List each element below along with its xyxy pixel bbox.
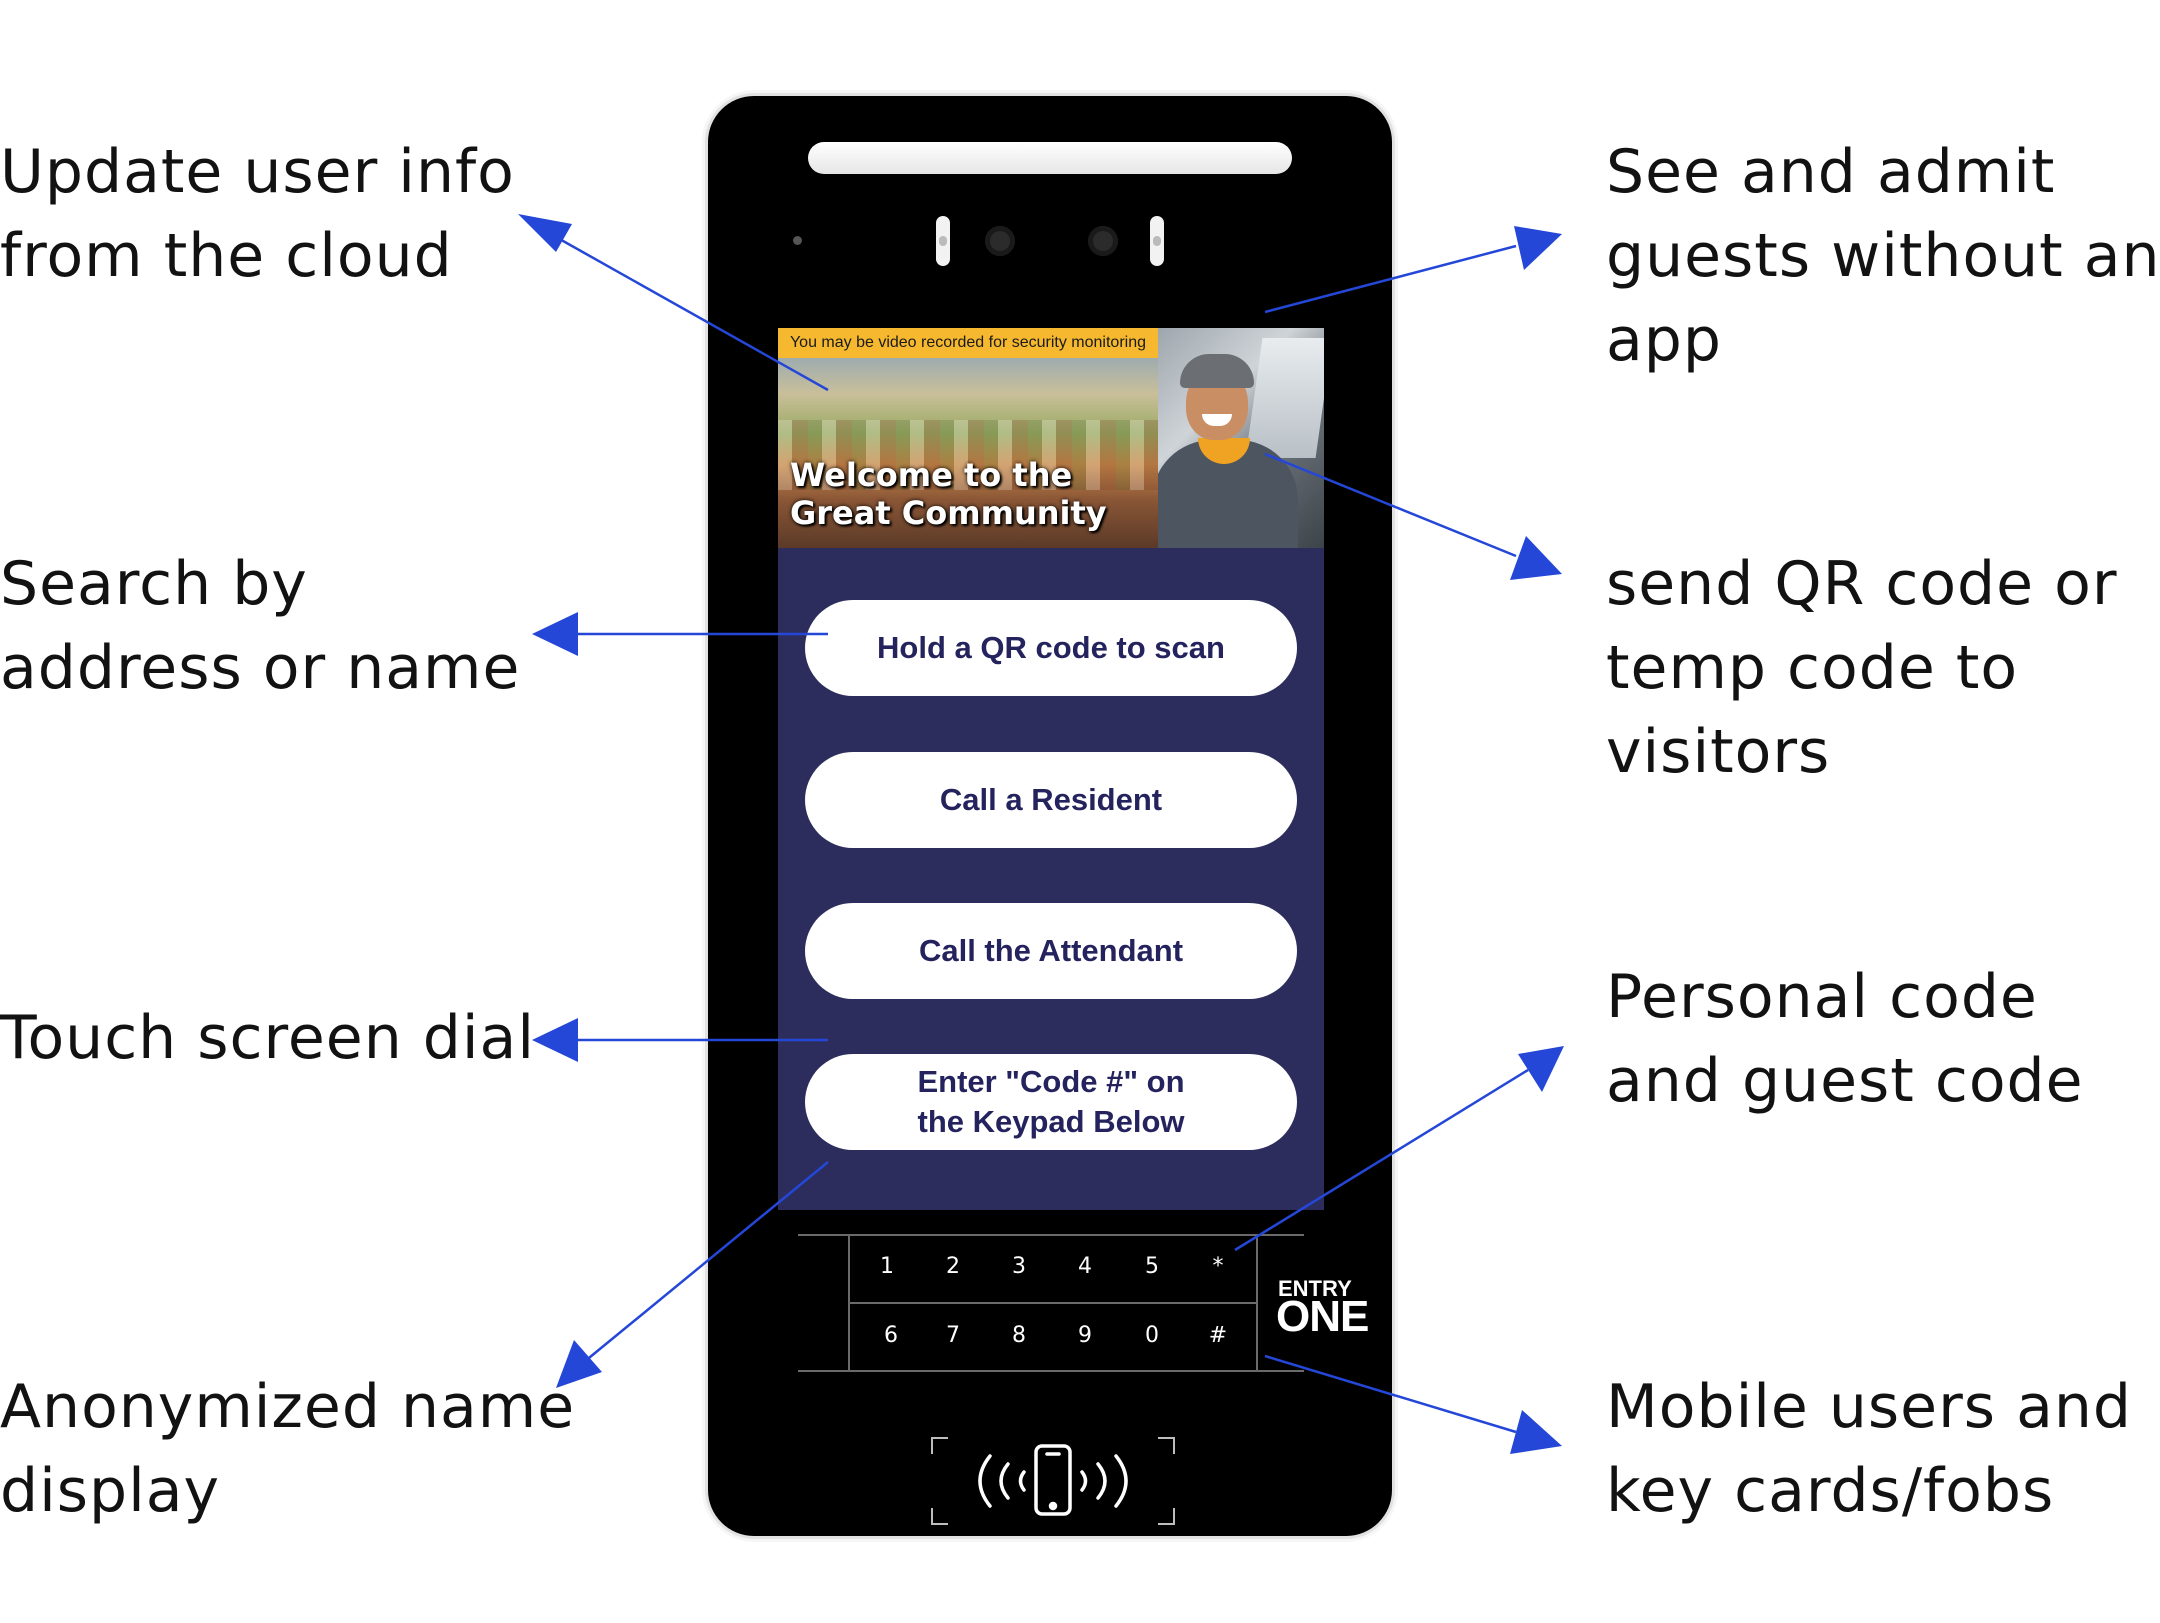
call-attendant-button[interactable]: Call the Attendant bbox=[805, 903, 1297, 999]
key-7[interactable]: 7 bbox=[946, 1323, 960, 1348]
key-6[interactable]: 6 bbox=[884, 1323, 898, 1348]
callout-send-qr-code: send QR code or temp code to visitors bbox=[1606, 542, 2118, 794]
key-8[interactable]: 8 bbox=[1012, 1323, 1026, 1348]
welcome-line: Great Community bbox=[790, 494, 1107, 532]
keypad-divider bbox=[798, 1370, 1304, 1372]
callout-line: temp code to bbox=[1606, 633, 2019, 703]
logo-top-text: ENTRY bbox=[1278, 1276, 1352, 1301]
callout-line: guests without an bbox=[1606, 221, 2160, 291]
microphone-dot bbox=[793, 236, 802, 245]
key-star[interactable]: * bbox=[1212, 1254, 1224, 1279]
community-banner: You may be video recorded for security m… bbox=[778, 328, 1158, 548]
callout-line: address or name bbox=[0, 633, 521, 703]
button-label: Call the Attendant bbox=[918, 933, 1184, 968]
key-0[interactable]: 0 bbox=[1145, 1323, 1159, 1348]
callout-anonymized-name: Anonymized name display bbox=[0, 1365, 575, 1533]
callout-personal-code: Personal code and guest code bbox=[1606, 955, 2084, 1123]
arrow-update-user-info bbox=[518, 214, 829, 392]
visitor-cap bbox=[1180, 354, 1254, 388]
enter-code-button[interactable]: Enter "Code #" on the Keypad Below bbox=[805, 1054, 1297, 1150]
callout-line: visitors bbox=[1606, 717, 1831, 787]
call-resident-button[interactable]: Call a Resident bbox=[805, 752, 1297, 848]
callout-touch-screen-dial: Touch screen dial bbox=[0, 996, 535, 1080]
button-label-line: the Keypad Below bbox=[917, 1104, 1185, 1139]
callout-update-user-info: Update user info from the cloud bbox=[0, 130, 515, 298]
callout-line: Mobile users and bbox=[1606, 1372, 2132, 1442]
camera-lens-right bbox=[1088, 226, 1118, 256]
callout-line: and guest code bbox=[1606, 1046, 2084, 1116]
callout-search-by: Search by address or name bbox=[0, 542, 520, 710]
key-hash[interactable]: # bbox=[1208, 1323, 1228, 1348]
intercom-device: You may be video recorded for security m… bbox=[708, 96, 1392, 1536]
recording-notice: You may be video recorded for security m… bbox=[778, 328, 1158, 358]
ir-led-left bbox=[936, 216, 950, 266]
keypad-divider bbox=[848, 1234, 850, 1372]
keypad-divider bbox=[1256, 1234, 1258, 1372]
keypad-divider bbox=[848, 1302, 1256, 1304]
callout-line: See and admit bbox=[1606, 137, 2056, 207]
key-9[interactable]: 9 bbox=[1078, 1323, 1092, 1348]
welcome-text: Welcome to the Great Community bbox=[790, 456, 1107, 532]
callout-line: send QR code or bbox=[1606, 549, 2118, 619]
key-4[interactable]: 4 bbox=[1078, 1254, 1092, 1279]
callout-line: Anonymized name bbox=[0, 1372, 576, 1442]
touch-screen: You may be video recorded for security m… bbox=[778, 328, 1324, 1210]
callout-line: from the cloud bbox=[0, 221, 453, 291]
arrow-mobile-users bbox=[1264, 1354, 1562, 1454]
keypad: 1 2 3 4 5 * 6 7 8 9 0 # bbox=[798, 1234, 1304, 1372]
arrow-search-by bbox=[532, 612, 828, 656]
callout-line: app bbox=[1606, 305, 1722, 375]
key-2[interactable]: 2 bbox=[946, 1254, 960, 1279]
button-label: Hold a QR code to scan bbox=[877, 630, 1225, 665]
visitor-smile bbox=[1202, 414, 1232, 426]
callout-line: display bbox=[0, 1456, 221, 1526]
scan-qr-button[interactable]: Hold a QR code to scan bbox=[805, 600, 1297, 696]
arrow-anonymized-name bbox=[556, 1161, 829, 1388]
callout-line: Search by bbox=[0, 549, 308, 619]
entry-one-logo: ENTRY ONE bbox=[1276, 1276, 1372, 1346]
key-1[interactable]: 1 bbox=[880, 1254, 894, 1279]
keypad-divider bbox=[798, 1234, 1304, 1236]
arrow-send-qr-code bbox=[1264, 452, 1562, 580]
callout-line: Update user info bbox=[0, 137, 515, 207]
callout-mobile-users: Mobile users and key cards/fobs bbox=[1606, 1365, 2132, 1533]
button-label: Enter "Code #" on the Keypad Below bbox=[917, 1062, 1184, 1142]
arrow-personal-code bbox=[1234, 1046, 1564, 1252]
camera-lens-left bbox=[985, 226, 1015, 256]
callout-line: Personal code bbox=[1606, 962, 2038, 1032]
nfc-reader-icon bbox=[931, 1437, 1175, 1525]
callout-line: key cards/fobs bbox=[1606, 1456, 2055, 1526]
arrow-see-and-admit bbox=[1264, 226, 1562, 314]
button-label-line: Enter "Code #" on bbox=[917, 1064, 1185, 1099]
key-3[interactable]: 3 bbox=[1012, 1254, 1026, 1279]
arrow-touch-screen-dial bbox=[532, 1018, 828, 1062]
callout-see-and-admit: See and admit guests without an app bbox=[1606, 130, 2160, 382]
welcome-line: Welcome to the bbox=[790, 456, 1073, 494]
light-bar bbox=[808, 142, 1292, 174]
callout-line: Touch screen dial bbox=[0, 1003, 535, 1073]
button-label: Call a Resident bbox=[939, 782, 1163, 817]
logo-bottom-text: ONE bbox=[1276, 1292, 1369, 1341]
ir-led-right bbox=[1150, 216, 1164, 266]
key-5[interactable]: 5 bbox=[1145, 1254, 1159, 1279]
